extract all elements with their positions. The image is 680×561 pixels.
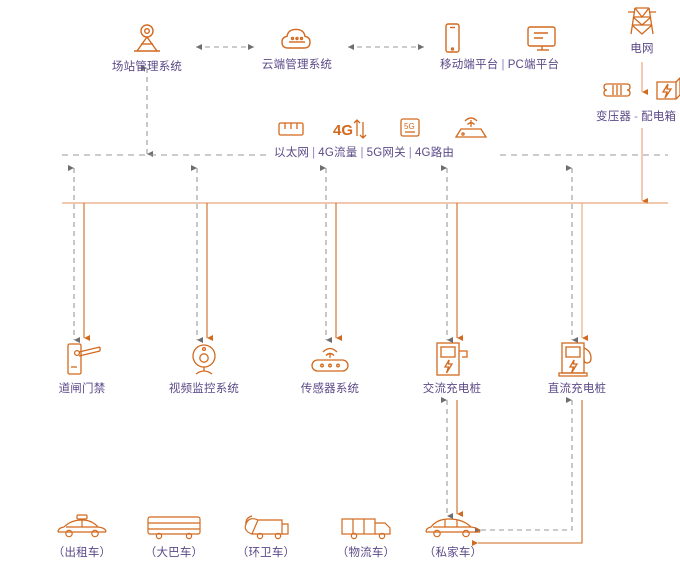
transformer-box-icons: [600, 74, 680, 111]
cctv-camera-icon: [185, 340, 223, 378]
platform-label-group: 移动端平台|PC端平台: [440, 58, 559, 72]
node-dc-charging-pile[interactable]: 直流充电桩: [537, 340, 617, 396]
transformer-label: 变压器: [596, 111, 632, 123]
node-taxi[interactable]: （出租车）: [46, 512, 118, 560]
node-sensor-system[interactable]: 传感器系统: [290, 340, 370, 396]
node-label: 视频监控系统: [168, 383, 240, 395]
transformer-label-group: 变压器-配电箱: [596, 110, 676, 124]
distribution-box-label: 配电箱: [641, 111, 677, 123]
node-label: （大巴车）: [144, 547, 204, 559]
taxi-icon: [52, 512, 112, 542]
network-label-ethernet[interactable]: 以太网: [274, 147, 310, 159]
node-private-car[interactable]: （私家车）: [417, 512, 489, 560]
network-separator-3: |: [408, 147, 412, 159]
node-bus[interactable]: （大巴车）: [138, 512, 210, 560]
ethernet-switch-icon[interactable]: [276, 116, 306, 147]
node-label: 直流充电桩: [547, 383, 607, 395]
cloud-icon: [275, 22, 319, 54]
pc-platform-label[interactable]: PC端平台: [507, 59, 560, 71]
node-ac-charging-pile[interactable]: 交流充电桩: [412, 340, 492, 396]
4g-signal-icon[interactable]: 4G: [332, 116, 370, 147]
bus-icon: [143, 512, 205, 542]
logistics-truck-icon: [337, 512, 395, 542]
platform-icons: [440, 22, 560, 61]
node-label: 道闸门禁: [58, 383, 106, 395]
network-icons: 4G 5G: [276, 116, 492, 147]
node-logistics-truck[interactable]: （物流车）: [330, 512, 402, 560]
node-cloud-management-system[interactable]: 云端管理系统: [261, 22, 333, 72]
node-label: 交流充电桩: [422, 383, 482, 395]
sensor-hub-icon: [305, 340, 355, 378]
node-label: （私家车）: [423, 547, 483, 559]
location-pin-icon: [127, 22, 167, 56]
node-label: 传感器系统: [300, 383, 360, 395]
svg-text:4G: 4G: [333, 122, 353, 139]
network-separator-2: |: [360, 147, 364, 159]
network-separator-1: |: [312, 147, 316, 159]
node-video-surveillance[interactable]: 视频监控系统: [164, 340, 244, 396]
node-sanitation-truck[interactable]: （环卫车）: [230, 512, 302, 560]
network-label-4g-router[interactable]: 4G路由: [414, 147, 455, 159]
desktop-monitor-icon[interactable]: [524, 22, 560, 61]
node-label: （出租车）: [52, 547, 112, 559]
ac-charger-icon: [429, 340, 475, 378]
svg-text:5G: 5G: [404, 122, 415, 131]
distribution-box-icon[interactable]: [652, 74, 680, 111]
mobile-platform-label[interactable]: 移动端平台: [440, 59, 499, 71]
network-label-5g-gateway[interactable]: 5G网关: [366, 147, 406, 159]
dc-charger-icon: [554, 340, 600, 378]
barrier-gate-icon: [60, 340, 104, 378]
network-label-group: 以太网|4G流量|5G网关|4G路由: [274, 146, 454, 160]
wifi-router-icon[interactable]: [450, 116, 492, 147]
power-tower-icon: [622, 4, 662, 38]
platform-separator: |: [501, 59, 505, 71]
mobile-phone-icon[interactable]: [440, 22, 464, 61]
node-barrier-gate[interactable]: 道闸门禁: [49, 340, 115, 396]
sanitation-truck-icon: [238, 512, 294, 542]
power-separator: -: [634, 111, 639, 123]
node-power-grid[interactable]: 电网: [612, 4, 672, 56]
private-car-icon: [421, 512, 485, 542]
node-station-management-system[interactable]: 场站管理系统: [111, 22, 183, 74]
network-label-4g-data[interactable]: 4G流量: [318, 147, 358, 159]
5g-gateway-icon[interactable]: 5G: [396, 116, 424, 147]
node-label: （环卫车）: [236, 547, 296, 559]
node-label: 场站管理系统: [111, 61, 183, 73]
node-label: 电网: [630, 43, 654, 55]
node-label: 云端管理系统: [261, 59, 333, 71]
node-label: （物流车）: [336, 547, 396, 559]
transformer-icon[interactable]: [600, 74, 634, 111]
